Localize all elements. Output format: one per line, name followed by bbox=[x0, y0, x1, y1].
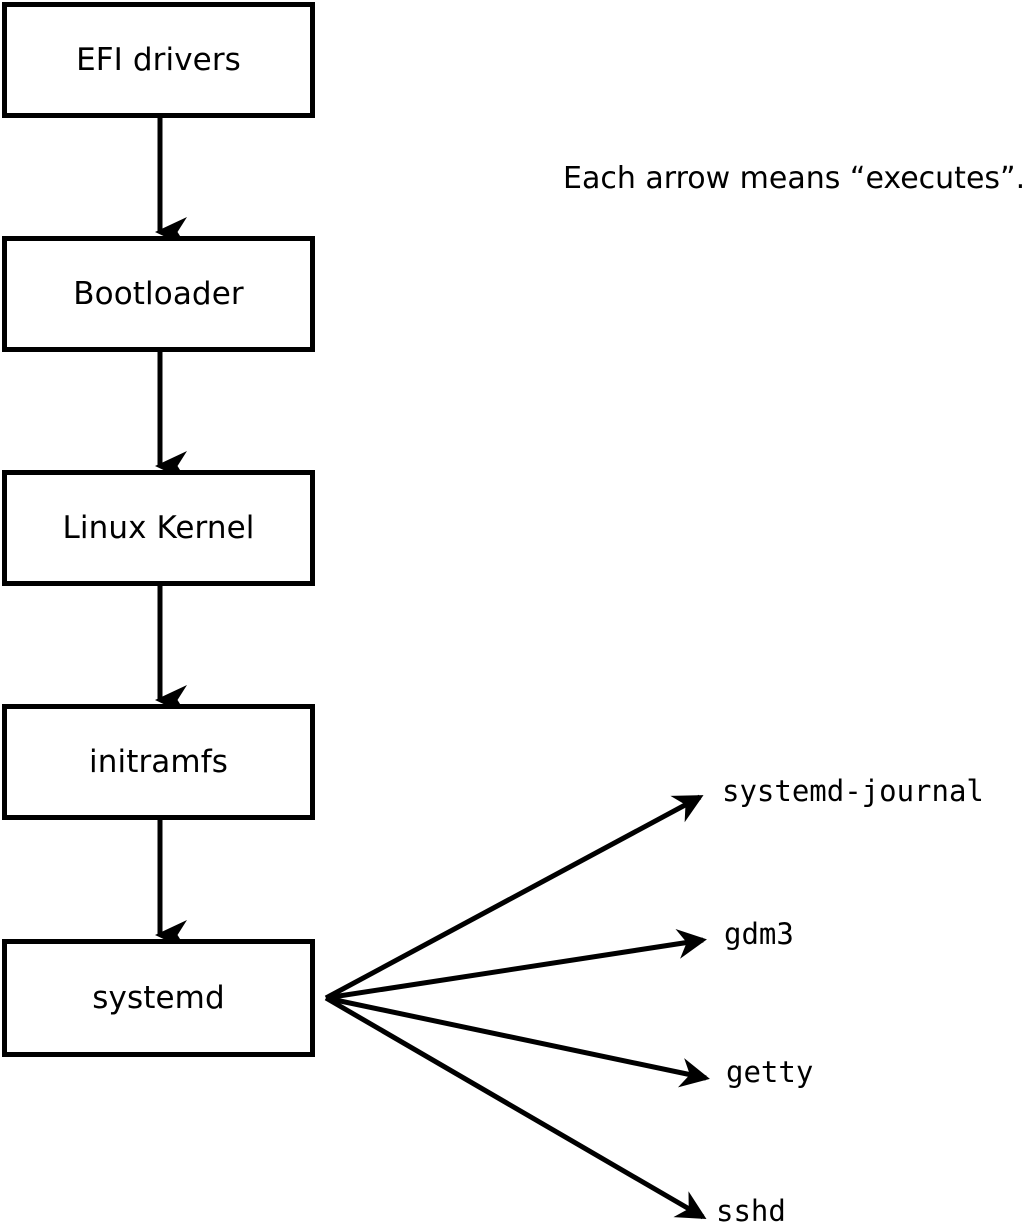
stage-label-linux-kernel: Linux Kernel bbox=[62, 509, 255, 546]
fanout-arrow-systemd-to-sshd bbox=[324, 995, 707, 1220]
stage-box-bootloader: Bootloader bbox=[2, 236, 315, 352]
stage-box-linux-kernel: Linux Kernel bbox=[2, 470, 315, 586]
stage-label-bootloader: Bootloader bbox=[73, 275, 244, 312]
service-label-getty: getty bbox=[726, 1055, 814, 1089]
service-label-systemd-journal: systemd-journal bbox=[722, 774, 984, 808]
service-label-gdm3: gdm3 bbox=[724, 917, 794, 951]
fanout-arrow-systemd-to-systemd-journal bbox=[324, 794, 704, 1001]
fanout-arrow-layer bbox=[324, 794, 710, 1220]
stage-label-efi-drivers: EFI drivers bbox=[76, 41, 241, 78]
stage-box-initramfs: initramfs bbox=[2, 704, 315, 820]
fanout-arrow-systemd-to-gdm3 bbox=[325, 929, 707, 1001]
stage-box-systemd: systemd bbox=[2, 939, 315, 1057]
stage-label-initramfs: initramfs bbox=[89, 743, 228, 780]
arrow-meaning-annotation: Each arrow means “executes”. bbox=[563, 161, 1023, 196]
fanout-arrow-systemd-to-getty bbox=[325, 995, 710, 1088]
service-label-sshd: sshd bbox=[716, 1194, 786, 1228]
stage-box-efi-drivers: EFI drivers bbox=[2, 2, 315, 118]
stage-label-systemd: systemd bbox=[92, 979, 225, 1016]
